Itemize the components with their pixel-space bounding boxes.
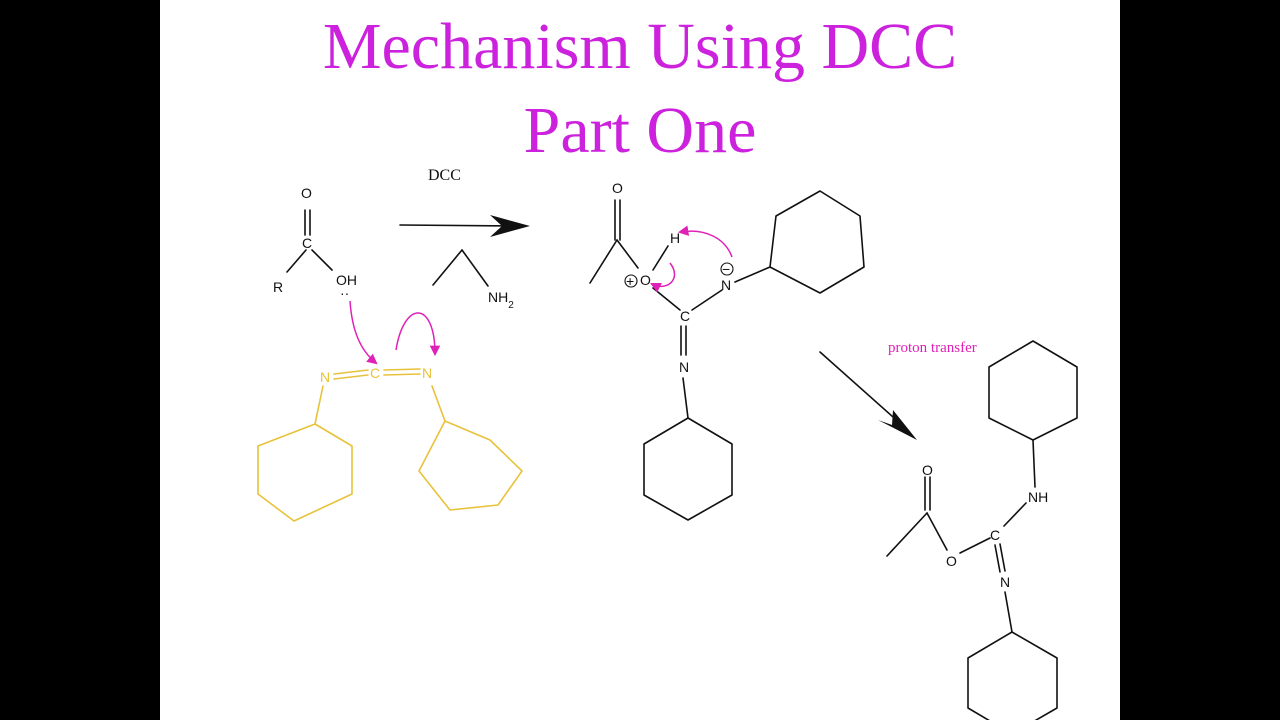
prod-imine-n: N bbox=[1000, 574, 1010, 590]
proton-transfer-label: proton transfer bbox=[888, 340, 977, 356]
o-acylisourea-product: O O C NH N bbox=[886, 340, 1078, 720]
curved-arrow-oh-attack bbox=[349, 300, 378, 365]
dcc-ncn-bond-1a bbox=[333, 369, 369, 375]
prod-cn-double-1 bbox=[994, 544, 1001, 573]
int-anionic-n: N bbox=[721, 277, 731, 293]
int-cyclohexyl-top bbox=[769, 190, 865, 294]
prod-nh: NH bbox=[1028, 489, 1048, 505]
acid-carbon: C bbox=[302, 235, 312, 251]
c-oh-bond bbox=[311, 249, 333, 271]
dcc-cyclohexyl-left bbox=[257, 423, 353, 522]
int-imine-n: N bbox=[679, 359, 689, 375]
int-oxonium-o: O bbox=[640, 272, 651, 288]
o-acylisourea-intermediate: O O + H C N − N bbox=[589, 180, 865, 521]
ethylamine-bond-1 bbox=[432, 249, 463, 286]
curved-arrow-oh-electrons bbox=[650, 262, 676, 293]
acid-oh: OH bbox=[336, 272, 357, 288]
reaction-arrow-2-shaft bbox=[819, 351, 903, 426]
prod-ester-o: O bbox=[946, 553, 957, 569]
int-c-n-bond bbox=[691, 289, 723, 311]
ethylamine-bond-2 bbox=[461, 249, 489, 287]
slide-canvas: Mechanism Using DCC Part One O C R OH ··… bbox=[160, 0, 1120, 720]
curved-arrow-deprotonation bbox=[677, 225, 733, 258]
reaction-arrow-2-head bbox=[878, 410, 917, 440]
plus-charge-sign: + bbox=[626, 273, 634, 289]
prod-nh-cy-bond bbox=[1032, 439, 1036, 488]
prod-c-nh-bond bbox=[1003, 502, 1027, 527]
int-central-c: C bbox=[680, 308, 690, 324]
prod-c-o-bond bbox=[926, 512, 948, 551]
minus-charge-sign: − bbox=[722, 261, 730, 277]
dcc-n-right: N bbox=[422, 365, 432, 381]
dcc-n-cy-bond-right bbox=[431, 385, 446, 422]
prod-cyclohexyl-bottom bbox=[967, 631, 1058, 720]
int-o-h-bond bbox=[652, 245, 669, 271]
reaction-arrow-1-head bbox=[490, 215, 530, 237]
acid-carbonyl-o: O bbox=[301, 185, 312, 201]
reaction-arrow-1-shaft bbox=[399, 224, 516, 227]
int-methyl-bond bbox=[589, 239, 618, 284]
dcc-n-left: N bbox=[320, 369, 330, 385]
dcc-ncn-bond-1b bbox=[333, 374, 369, 380]
int-c-o-bond bbox=[616, 239, 639, 269]
int-n-cy-bond-bottom bbox=[682, 377, 689, 419]
reagent-dcc-label: DCC bbox=[428, 167, 461, 184]
dcc-ncn-bond-2b bbox=[383, 373, 421, 376]
prod-methyl-bond bbox=[886, 512, 928, 557]
int-carbonyl-o: O bbox=[612, 180, 623, 196]
prod-n-cy-bond bbox=[1004, 591, 1013, 633]
title-line-2: Part One bbox=[523, 94, 757, 167]
minus-charge-circle bbox=[720, 262, 734, 276]
int-cyclohexyl-bottom bbox=[643, 417, 733, 521]
int-n-cy-bond-top bbox=[734, 266, 771, 283]
prod-central-c: C bbox=[990, 527, 1000, 543]
prod-cn-double-2 bbox=[999, 543, 1006, 572]
carboxylic-acid: O C R OH ·· bbox=[273, 185, 357, 301]
curved-arrow-pi-bond bbox=[395, 312, 441, 357]
prod-o-c-bond bbox=[959, 537, 991, 554]
prod-carbonyl-o: O bbox=[922, 462, 933, 478]
int-hydrogen: H bbox=[670, 230, 680, 246]
int-o-c-bond bbox=[652, 287, 681, 311]
dcc-molecule: N C N bbox=[257, 365, 523, 522]
c-r-bond bbox=[286, 249, 307, 273]
dcc-ncn-bond-2a bbox=[383, 368, 421, 371]
dcc-central-c: C bbox=[370, 365, 380, 381]
plus-charge-circle bbox=[624, 274, 638, 288]
acid-r-group: R bbox=[273, 279, 283, 295]
lone-pair: ·· bbox=[340, 285, 349, 301]
dcc-n-cy-bond-left bbox=[314, 385, 324, 425]
ethylamine-nh2: NH2 bbox=[488, 289, 514, 311]
title-line-1: Mechanism Using DCC bbox=[322, 10, 958, 83]
prod-cyclohexyl-top bbox=[988, 340, 1078, 441]
dcc-cyclohexyl-right bbox=[418, 420, 523, 511]
mechanism-scheme: O C R OH ·· N C N DCC NH2 bbox=[257, 167, 1078, 720]
